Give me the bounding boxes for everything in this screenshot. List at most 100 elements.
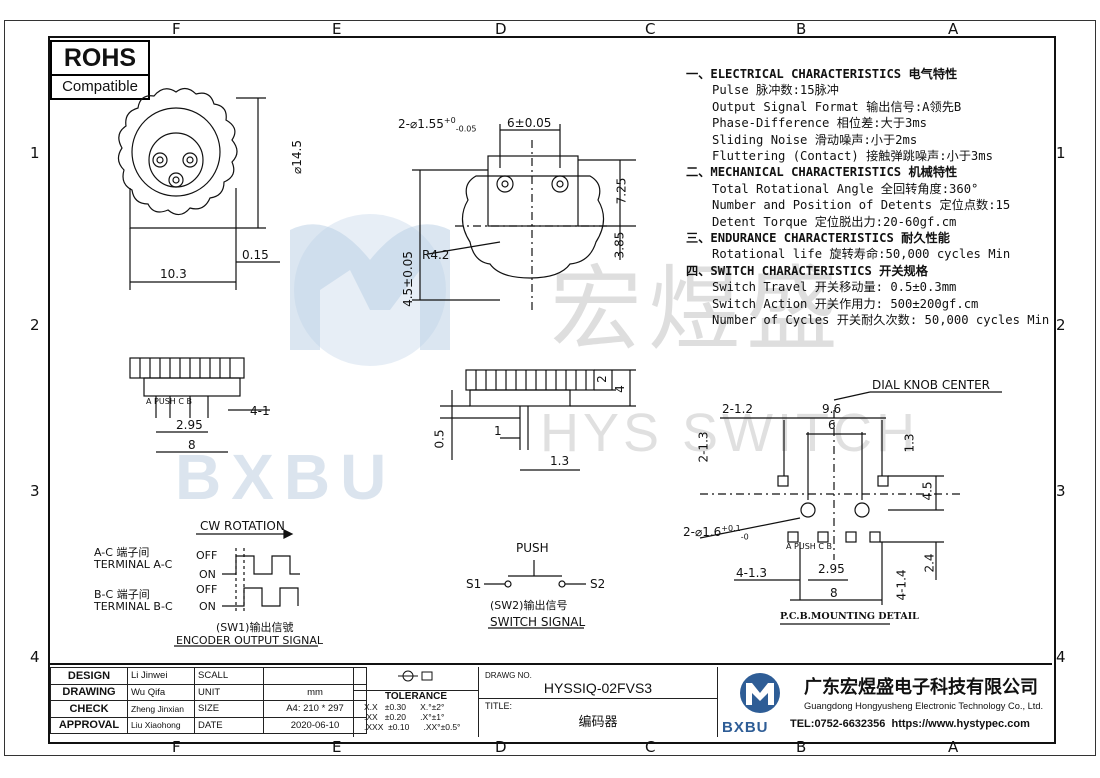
sw1-label: (SW1)输出信號 <box>216 621 294 634</box>
dial-knob-center-label: DIAL KNOB CENTER <box>872 378 991 392</box>
ac-on: ON <box>199 568 216 581</box>
drawing-number-block: DRAWG NO. HYSSIQ-02FVS3 TITLE: 编码器 <box>478 667 717 737</box>
size-value: A4: 210 * 297 <box>263 700 367 718</box>
dim-8: 8 <box>188 438 196 452</box>
waveform-ac <box>222 555 300 575</box>
hole-right <box>182 152 198 168</box>
pcb-2-1-2: 2-1.2 <box>722 402 754 416</box>
pcb-2-4: 2.4 <box>922 553 937 573</box>
spec-item: Number of Cycles 开关耐久次数: 50,000 cycles M… <box>712 313 1050 328</box>
dim-diameter: ⌀14.5 <box>289 140 304 174</box>
spec-item: Total Rotational Angle 全回转角度:360° <box>712 181 979 196</box>
approval-label: APPROVAL <box>50 716 128 734</box>
zone-col-f: F <box>172 20 181 38</box>
side-body-front <box>469 389 571 407</box>
dim-10-3: 10.3 <box>160 267 187 281</box>
pcb-4-5: 4.5 <box>920 481 935 501</box>
sw2-label: (SW2)输出信号 <box>490 599 568 612</box>
zone-row-3: 3 <box>30 482 40 500</box>
tolerance-line: .XXX ±0.10 .XX°±0.5° <box>364 722 461 732</box>
pcb-8: 8 <box>830 586 838 600</box>
drawg-no-value: HYSSIQ-02FVS3 <box>479 680 717 699</box>
zone-col-a: A <box>948 20 959 38</box>
s2-label: S2 <box>590 577 606 591</box>
dim-2: 2 <box>594 375 609 383</box>
spec-item: Number and Position of Detents 定位点数:15 <box>712 198 1011 213</box>
spec-item: Switch Action 开关作用力: 500±200gf.cm <box>712 296 979 311</box>
projection-symbol-icon <box>398 670 433 682</box>
zone-row-4-right: 4 <box>1056 648 1066 666</box>
spec-item: Switch Travel 开关移动量: 0.5±0.3mm <box>712 280 957 295</box>
tolerance-line: .XX ±0.20 .X°±1° <box>364 712 445 722</box>
table-row: CHECK Zheng Jinxian SIZE A4: 210 * 297 <box>50 700 367 718</box>
pcb-2-1-3: 2-1.3 <box>696 431 711 463</box>
knob-top-outline <box>117 87 238 216</box>
unit-value: mm <box>263 683 367 701</box>
hole-left <box>152 152 168 168</box>
pcb-holes: 2-⌀1.6+0.1-0 <box>683 524 749 542</box>
unit-label: UNIT <box>194 683 264 701</box>
spec-item: Rotational life 旋转寿命:50,000 cycles Min <box>712 247 1011 262</box>
date-value: 2020-06-10 <box>263 716 367 734</box>
table-row: APPROVAL Liu Xiaohong DATE 2020-06-10 <box>50 716 367 734</box>
knob-base <box>129 188 237 229</box>
zone-row-2: 2 <box>30 316 40 334</box>
terminal-bc-cn: B-C 端子间 <box>94 588 150 601</box>
waveform-bc <box>222 587 299 607</box>
company-name-cn: 广东宏煜盛电子科技有限公司 <box>804 677 1038 698</box>
dim-4-5: 4.5±0.05 <box>400 251 415 307</box>
company-contact: TEL:0752-6632356 https://www.hystypec.co… <box>790 718 1030 730</box>
zone-col-e-bottom: E <box>332 738 342 756</box>
zone-col-d: D <box>495 20 507 38</box>
pcb-9-6: 9.6 <box>822 402 842 416</box>
title-value: 编码器 <box>578 715 618 730</box>
dim-1-3: 1.3 <box>550 454 570 468</box>
dim-holes: 2-⌀1.55+0-0.05 <box>398 116 477 134</box>
tolerance-block: TOLERANCE X.X ±0.30 X.°±2° .XX ±0.20 .X°… <box>353 667 478 737</box>
pcb-6: 6 <box>828 418 836 432</box>
drawing-inner-border <box>48 36 1056 744</box>
design-name: Li Jinwei <box>127 667 195 685</box>
pcb-1-3: 1.3 <box>902 433 917 453</box>
drawing-label: DRAWING <box>50 683 128 701</box>
tolerance-line: X.X ±0.30 X.°±2° <box>364 702 445 712</box>
table-row: DRAWING Wu Qifa UNIT mm <box>50 683 367 701</box>
scall-value <box>263 667 367 685</box>
zone-row-2-right: 2 <box>1056 316 1066 334</box>
approval-name: Liu Xiaohong <box>127 716 195 734</box>
company-block: BXBU 广东宏煜盛电子科技有限公司 Guangdong Hongyusheng… <box>717 667 1051 737</box>
company-name-en: Guangdong Hongyusheng Electronic Technol… <box>804 701 1044 711</box>
zone-col-f-bottom: F <box>172 738 181 756</box>
size-label: SIZE <box>194 700 264 718</box>
spec-heading: 三、ENDURANCE CHARACTERISTICS 耐久性能 <box>686 231 950 246</box>
zone-col-b-bottom: B <box>796 738 807 756</box>
ac-off: OFF <box>196 549 218 562</box>
bc-on: ON <box>199 600 216 613</box>
terminal-bc-en: TERMINAL B-C <box>94 600 173 613</box>
watermark-logo-text: BXBU <box>175 441 397 513</box>
watermark-graphic <box>290 214 450 366</box>
watermark-english: HYS SWITCH <box>540 403 920 463</box>
title-block-table: DESIGN Li Jinwei SCALL DRAWING Wu Qifa U… <box>50 667 367 734</box>
switch-signal-title: SWITCH SIGNAL <box>490 615 586 629</box>
specifications-list: 一、ELECTRICAL CHARACTERISTICS 电气特性 Pulse … <box>686 66 1049 329</box>
dim-1: 1 <box>494 424 502 438</box>
drawg-no-label: DRAWG NO. <box>485 671 532 680</box>
pcb-pin-labels: A PUSH C B <box>786 542 832 551</box>
front-knob-outline <box>461 175 605 279</box>
dim-pitch: 6±0.05 <box>507 116 552 130</box>
dim-3-85: 3.85 <box>612 231 627 259</box>
spec-item: Fluttering (Contact) 接触弹跳噪声:小于3ms <box>712 149 993 164</box>
encoder-output-signal-title: ENCODER OUTPUT SIGNAL <box>176 634 324 647</box>
rohs-badge: ROHS Compatible <box>50 40 150 100</box>
check-name: Zheng Jinxian <box>127 700 195 718</box>
spec-item: Sliding Noise 滑动噪声:小于2ms <box>712 132 918 147</box>
zone-col-a-bottom: A <box>948 738 959 756</box>
title-label: TITLE: <box>485 701 513 711</box>
pcb-mounting-detail-title: P.C.B.MOUNTING DETAIL <box>780 611 919 622</box>
company-logo-text: BXBU <box>722 719 769 736</box>
design-label: DESIGN <box>50 667 128 685</box>
dim-0-5: 0.5 <box>432 429 447 449</box>
knob-inner-ring <box>131 107 221 197</box>
side-knob-left <box>129 357 245 379</box>
